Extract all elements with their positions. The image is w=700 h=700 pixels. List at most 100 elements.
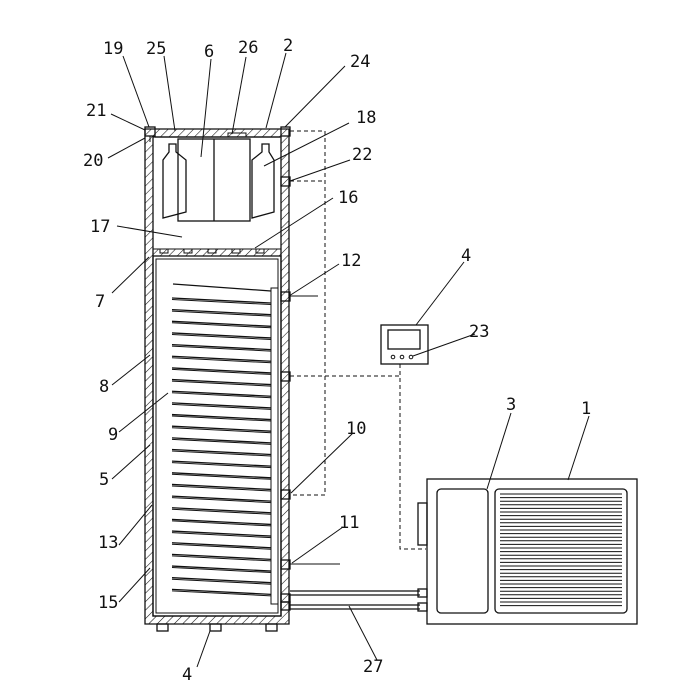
label-13: 13 — [98, 533, 118, 553]
label-21: 21 — [86, 101, 106, 121]
coil-turn — [171, 472, 272, 479]
label-4-bottom: 4 — [182, 665, 192, 685]
label-10: 10 — [346, 419, 366, 439]
coil-turn-edge — [171, 462, 272, 469]
label-9: 9 — [108, 425, 118, 445]
controller-display — [387, 329, 421, 350]
coil-turn — [171, 495, 272, 502]
coil-turn — [171, 355, 272, 362]
coil-turn — [171, 343, 272, 351]
label-19: 19 — [103, 39, 123, 59]
coil-turn — [171, 437, 272, 444]
port-10 — [280, 489, 291, 500]
chamber-divider — [152, 248, 282, 257]
coil-turn — [171, 577, 272, 584]
coil-turn — [171, 309, 272, 316]
coil-turn-edge — [171, 392, 272, 399]
coil-turn-edge — [171, 380, 272, 387]
coil-turn-edge — [171, 520, 272, 527]
coil-turn — [171, 367, 272, 374]
fan-grille-slats — [500, 493, 622, 607]
coil-turn-edge — [171, 438, 272, 445]
coil-turn-edge — [171, 299, 272, 305]
label-12: 12 — [341, 251, 361, 271]
coil-turn-edge — [171, 322, 272, 329]
label-16: 16 — [338, 188, 358, 208]
coil-turn — [171, 588, 272, 595]
coil-turn-edge — [171, 357, 272, 364]
coil-turn — [171, 378, 272, 386]
coil-turn-edge — [171, 310, 272, 317]
outdoor-unit-housing — [426, 478, 638, 625]
coil-turn-edge — [171, 508, 272, 515]
coil-turn — [171, 297, 272, 304]
coil-turn — [171, 518, 272, 526]
label-4-controller: 4 — [461, 246, 471, 266]
coil-turn-edge — [171, 368, 272, 375]
label-23: 23 — [469, 322, 489, 342]
reference-labels: 19 25 6 26 2 24 18 21 22 20 16 17 12 4 7… — [83, 36, 591, 685]
top-cap — [227, 132, 247, 138]
coil-turn-edge — [171, 555, 272, 562]
coil-turn-edge — [171, 567, 272, 574]
coil-turn — [171, 565, 272, 572]
coil-turn-edge — [171, 473, 272, 480]
fan-grille — [494, 488, 628, 614]
coil-turn-edge — [171, 403, 272, 410]
compressor-panel — [436, 488, 489, 614]
coil-turn-edge — [171, 333, 272, 340]
controller-button-2 — [399, 354, 405, 360]
label-7: 7 — [95, 292, 105, 312]
controller-body — [380, 324, 429, 365]
tank-outer-shell — [144, 128, 290, 625]
label-3: 3 — [506, 395, 516, 415]
label-5: 5 — [99, 470, 109, 490]
coil-turn — [171, 425, 272, 432]
coil-turn-edge — [171, 497, 272, 504]
coil-turn — [171, 530, 272, 537]
coil-turn-edge — [171, 345, 272, 352]
label-11: 11 — [339, 513, 359, 533]
coil-turn — [171, 390, 272, 397]
label-20: 20 — [83, 151, 103, 171]
controller-button-1 — [390, 354, 396, 360]
unit-port-lower — [417, 602, 428, 612]
coil-turn-edge — [171, 415, 272, 422]
right-bag — [251, 143, 275, 219]
coil-top-segment — [172, 283, 272, 292]
foot-right — [265, 623, 278, 632]
coil-turn-edge — [171, 427, 272, 434]
coil-turn — [171, 542, 272, 549]
label-1: 1 — [581, 399, 591, 419]
coil-turn — [171, 483, 272, 491]
label-17: 17 — [90, 217, 110, 237]
coil-turn-edge — [171, 450, 272, 457]
coil-turn — [171, 507, 272, 514]
label-25: 25 — [146, 39, 166, 59]
coil-turn-edge — [171, 485, 272, 492]
coil-turn — [171, 413, 272, 421]
outdoor-unit-side-box — [417, 502, 428, 546]
coil-turn — [171, 460, 272, 467]
controller — [380, 324, 429, 365]
coil-turn — [171, 448, 272, 456]
foot-left — [156, 623, 169, 632]
coil-return-pipe — [270, 287, 279, 605]
port-27b — [280, 601, 291, 611]
label-15: 15 — [98, 593, 118, 613]
coil-turn — [171, 553, 272, 561]
outdoor-unit — [417, 478, 638, 625]
heat-exchanger-coil — [171, 297, 272, 597]
sensor-wire-loop — [290, 130, 326, 496]
coil-turn-edge — [171, 532, 272, 539]
label-24: 24 — [350, 52, 370, 72]
label-8: 8 — [99, 377, 109, 397]
label-22: 22 — [352, 145, 372, 165]
coil-turn-edge — [171, 578, 272, 585]
leader-lines — [107, 52, 590, 668]
label-18: 18 — [356, 108, 376, 128]
coil-turn — [171, 320, 272, 327]
foot-middle — [209, 623, 222, 632]
